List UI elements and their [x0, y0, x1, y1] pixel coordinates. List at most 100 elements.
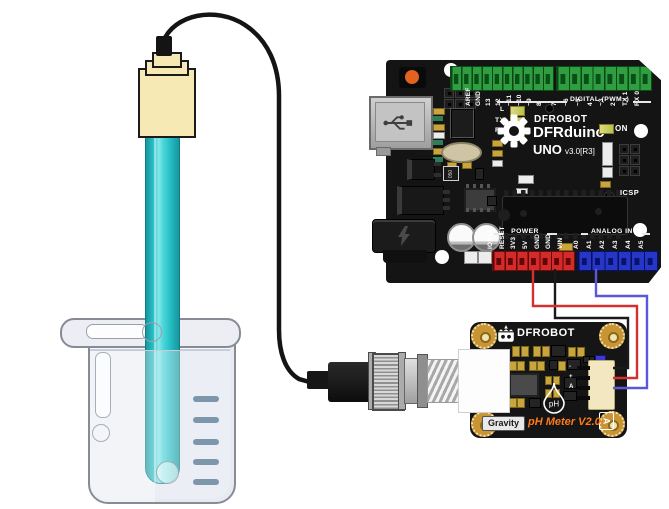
glass-reflection: [154, 131, 156, 483]
smd-component: [478, 251, 492, 264]
smd-component: [433, 140, 443, 145]
smd-component: [433, 124, 445, 131]
probe-cable-plug: [156, 36, 172, 56]
power-pin-label: 3V3: [510, 236, 517, 249]
smd-component: [517, 361, 525, 371]
beaker-glass-highlight: [95, 352, 111, 418]
beaker-rim-hole: [142, 322, 162, 342]
smd-component: [559, 243, 573, 251]
chip-notch: [498, 209, 510, 221]
dip-pins: [504, 233, 624, 239]
smd-component: [558, 361, 566, 371]
led-label: L: [500, 106, 505, 113]
icsp-label: ICSP: [620, 188, 640, 197]
power-pin-label: VIN: [557, 237, 564, 249]
connector-pin: [577, 396, 590, 400]
beaker-glass-bubble: [92, 424, 110, 442]
silk-line: [497, 101, 567, 103]
smd-component: [433, 108, 445, 115]
power-jack: [372, 219, 436, 253]
analog-section-label: ANALOG IN: [591, 228, 633, 235]
power-section-label: POWER: [511, 228, 539, 235]
power-jack-base: [383, 250, 427, 263]
analog-pin-label: A2: [599, 240, 606, 249]
chip-dimple: [595, 208, 602, 215]
smd-component: [492, 150, 503, 157]
smd-component: [545, 376, 552, 385]
capacitor: [472, 223, 501, 252]
mounting-hole: [633, 223, 647, 237]
silk-line: [581, 233, 588, 235]
smd-component: [492, 140, 503, 147]
analog-port-badge: A: [599, 412, 614, 430]
silk-line: [494, 233, 503, 235]
chip-legs: [466, 208, 490, 212]
graduation-mark: [193, 417, 219, 423]
arduino-model: UNO: [533, 142, 562, 157]
smd-chip: [551, 345, 566, 357]
digital-header-right: [556, 66, 652, 91]
smd-component: [509, 398, 517, 408]
connector-pin: [577, 366, 590, 370]
power-pin-label: 5V: [522, 240, 529, 249]
marked-component: 050: [443, 166, 459, 181]
chip-legs: [466, 184, 490, 188]
power-pin-label: RESET: [499, 226, 506, 249]
connector-pin: [577, 376, 590, 380]
smd-component: [553, 376, 560, 385]
bnc-threaded-barrel: [427, 359, 463, 403]
silk-line: [642, 233, 650, 235]
smd-component: [487, 196, 497, 206]
gravity-connector: [588, 360, 615, 410]
analog-pin-label: A3: [612, 240, 619, 249]
smd-component: [462, 162, 472, 169]
analog-pin-label: A0: [573, 240, 580, 249]
reset-button: [399, 67, 426, 88]
mounting-hole: [634, 124, 648, 138]
analog-pin-label: A1: [586, 240, 593, 249]
probe-tip-bubble: [156, 461, 179, 484]
arduino-revision: v3.0[R3]: [565, 147, 595, 156]
usb-controller-chip: [450, 108, 475, 139]
smd-component: [529, 361, 537, 371]
mounting-hole: [435, 250, 449, 264]
silk-line: [633, 101, 651, 103]
component-marking: 050: [448, 169, 454, 178]
smd-component: [518, 175, 534, 184]
graduation-mark: [193, 439, 219, 445]
analog-header: [577, 251, 658, 271]
smd-component: [433, 157, 443, 162]
digital-header-left: [450, 66, 554, 91]
smd-component: [509, 361, 517, 371]
digital-pin-label: 13: [485, 98, 492, 106]
smd-component: [512, 346, 520, 357]
beaker-rim-highlight: [86, 324, 148, 339]
smd-chip: [529, 398, 541, 408]
mounting-hole: [471, 323, 497, 349]
dip-pins: [504, 190, 624, 196]
digital-pin-label: RX 0: [634, 90, 641, 106]
usb-port: [369, 96, 433, 150]
smd-component: [600, 181, 611, 188]
smd-component: [537, 361, 545, 371]
mounting-hole: [599, 323, 625, 349]
smd-component: [464, 251, 478, 264]
usb-port-tab: [376, 147, 391, 156]
bnc-socket-base: [458, 349, 510, 413]
bnc-cable-boot: [307, 371, 331, 389]
arduino-board-name: DFRduino: [533, 124, 605, 141]
smd-component: [602, 142, 613, 166]
regulator: [407, 159, 441, 180]
arduino-brand: DFROBOT: [534, 114, 588, 125]
silk-line: [547, 233, 557, 235]
graduation-mark: [193, 459, 219, 465]
smd-component: [568, 347, 576, 357]
probe-cap: [138, 68, 196, 138]
dfrobot-robot-icon: [498, 325, 514, 342]
connector-pin-label: A: [569, 384, 574, 390]
crystal-oscillator: [441, 142, 482, 163]
digital-pin-label: 7: [551, 102, 558, 106]
smd-component: [542, 346, 550, 357]
tx-led: [510, 117, 525, 127]
